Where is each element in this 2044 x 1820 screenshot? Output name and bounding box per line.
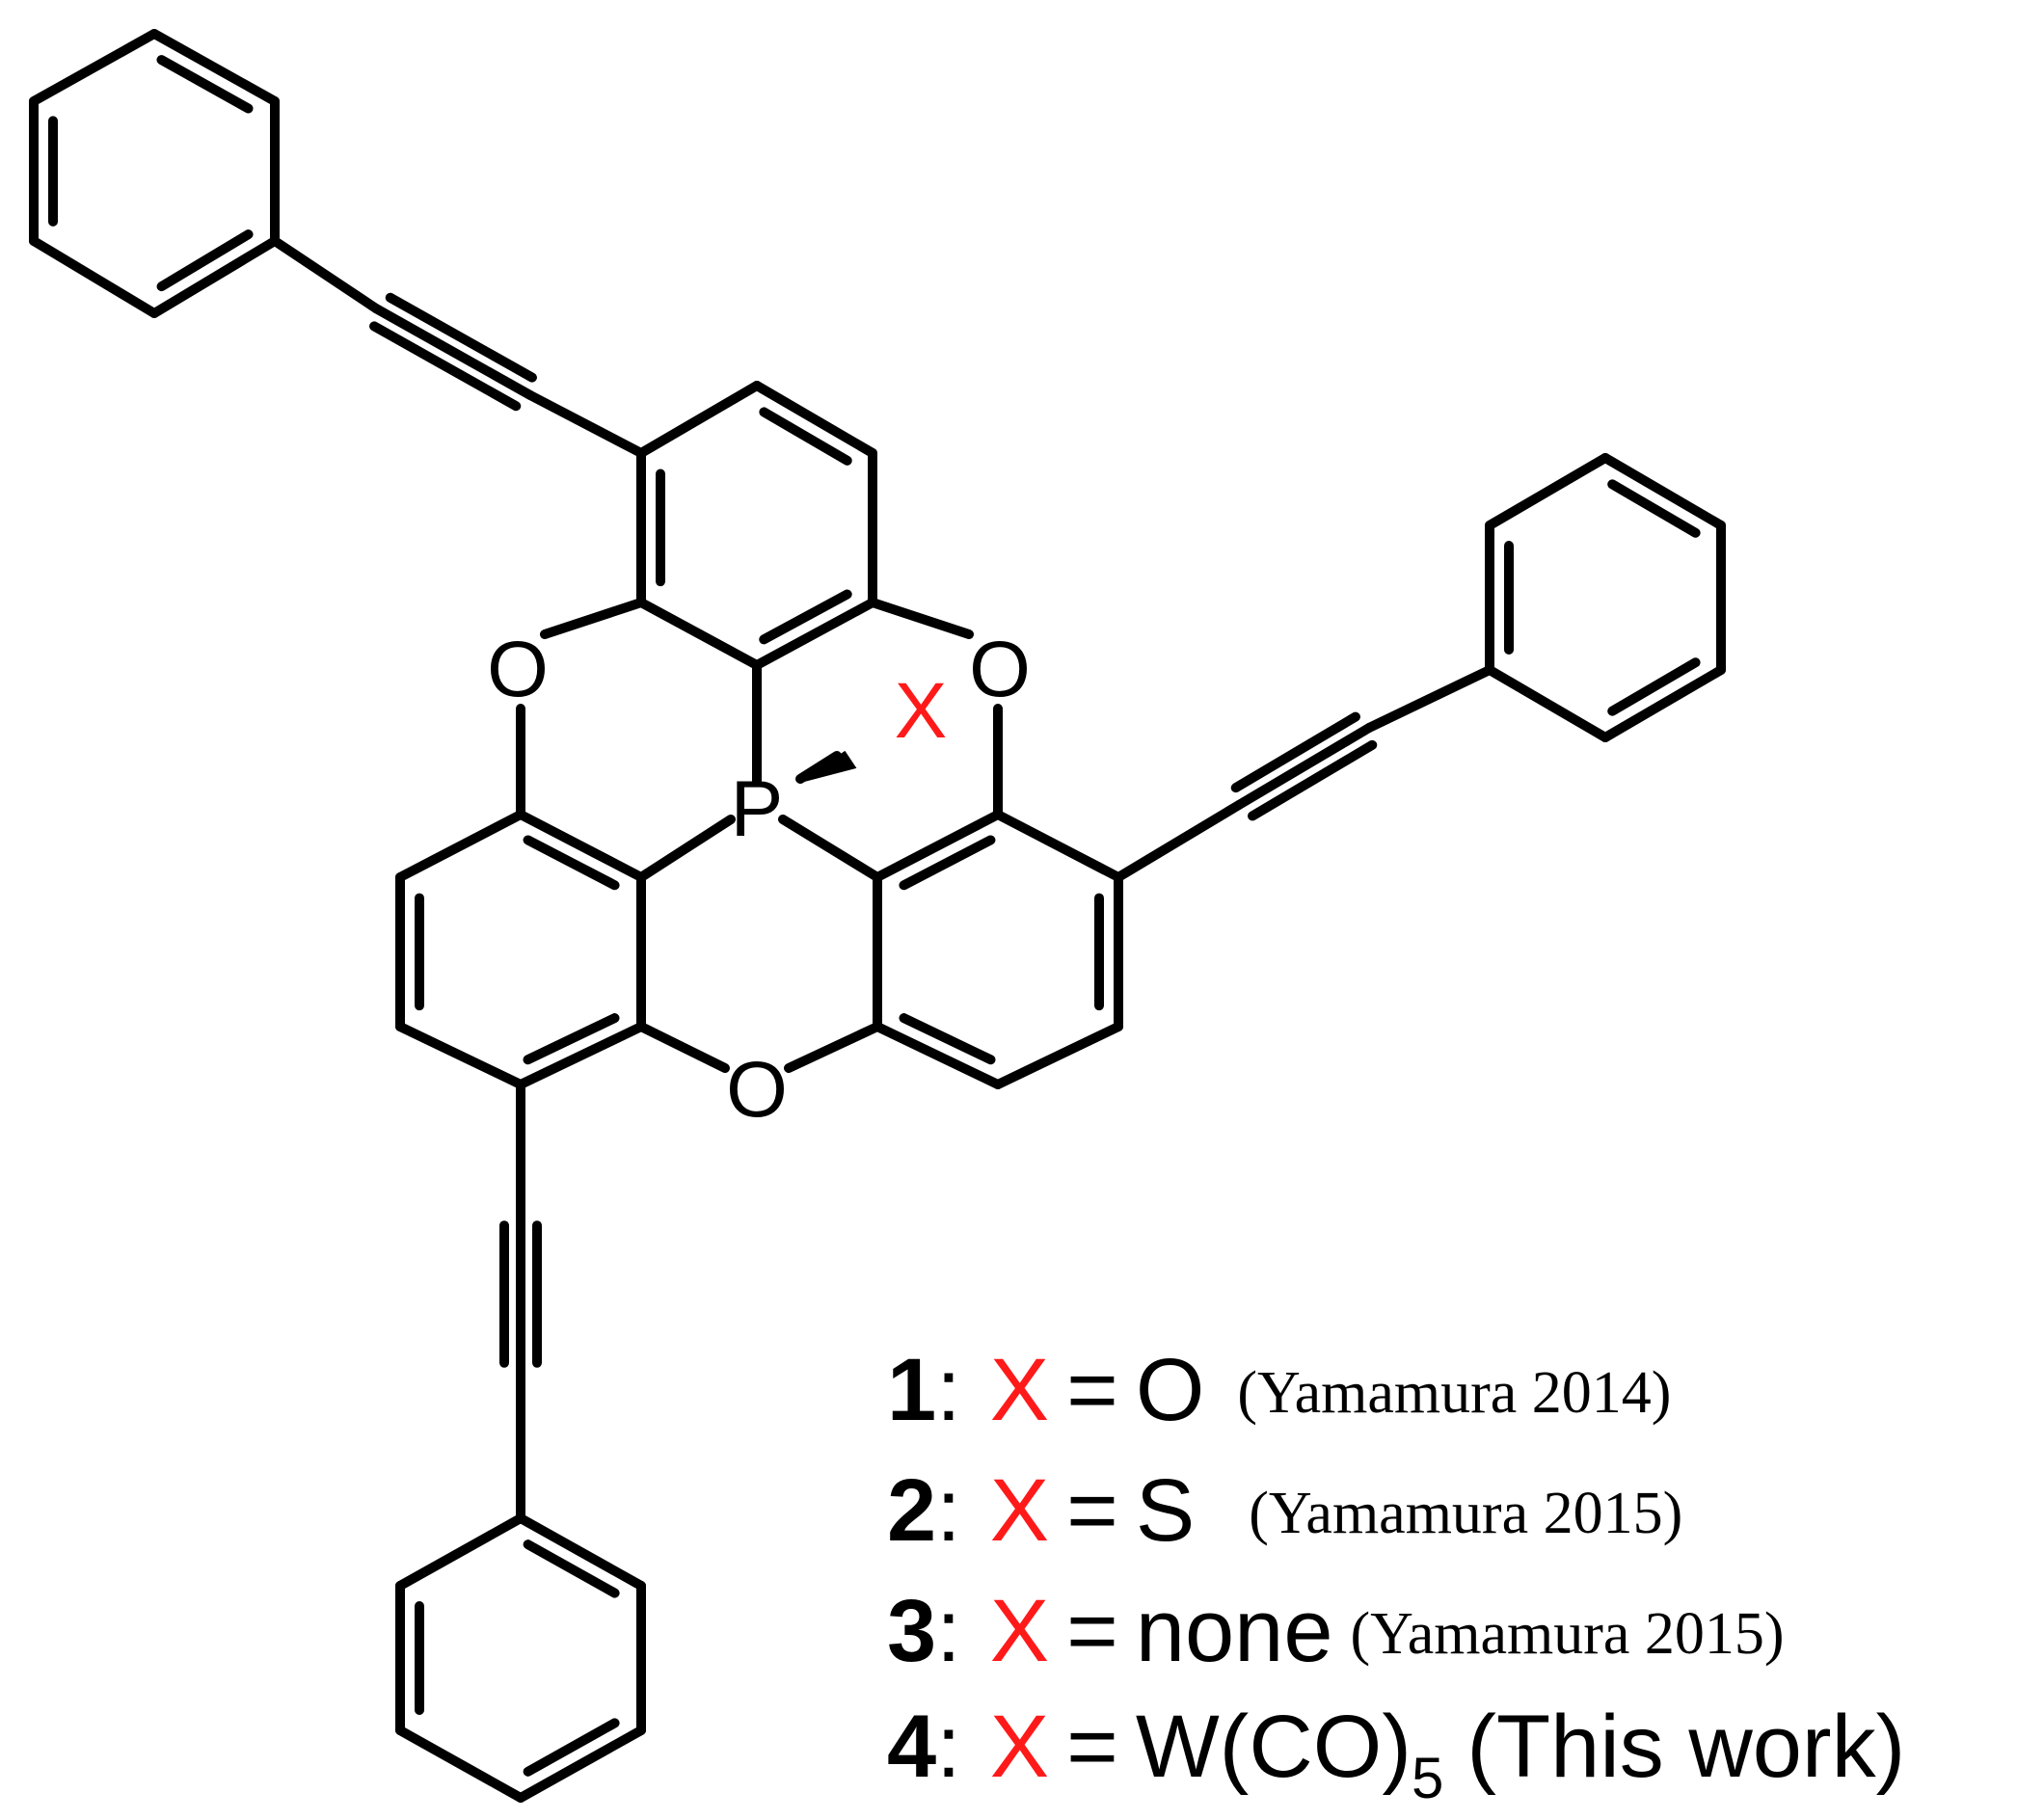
x-symbol: X bbox=[989, 1698, 1050, 1796]
reference-text: (This work) bbox=[1466, 1698, 1906, 1796]
x-symbol: X bbox=[989, 1582, 1050, 1680]
reference-text: (Yamamura 2014) bbox=[1237, 1360, 1672, 1426]
phenyl-bottom-bond bbox=[516, 1513, 646, 1591]
reference-text: (Yamamura 2015) bbox=[1350, 1601, 1785, 1667]
top-ring-bond bbox=[752, 381, 877, 458]
o-bond bbox=[540, 598, 646, 639]
o-bond bbox=[784, 1022, 882, 1073]
legend-colon: : bbox=[936, 1341, 961, 1439]
phenyl-bottom-double-bond bbox=[523, 1718, 620, 1777]
phenyl-top-left-bond bbox=[29, 29, 159, 106]
equals-sign: = bbox=[1066, 1341, 1118, 1439]
substituent-value: none bbox=[1135, 1582, 1333, 1680]
legend-row-1: 1: X=O (Yamamura 2014) bbox=[887, 1340, 2034, 1456]
phenyl-bottom-bond bbox=[516, 1726, 646, 1803]
p-bond-left bbox=[636, 815, 736, 882]
equals-sign: = bbox=[1066, 1582, 1118, 1680]
alkyne-link bbox=[525, 390, 646, 458]
phenyl-top-left-double-bond bbox=[156, 55, 254, 114]
phenyl-top-left-bond bbox=[29, 236, 159, 318]
phenyl-bottom-bond bbox=[395, 1726, 525, 1803]
top-ring-bond bbox=[752, 598, 877, 670]
equals-sign: = bbox=[1066, 1698, 1118, 1796]
top-ring-bond bbox=[636, 598, 762, 670]
reference-text: (Yamamura 2015) bbox=[1249, 1481, 1683, 1546]
equals-sign: = bbox=[1066, 1461, 1118, 1560]
phenyl-bottom-bond bbox=[395, 1513, 525, 1591]
left-ring-double-bond bbox=[523, 835, 620, 891]
subscript-value: 5 bbox=[1411, 1746, 1444, 1810]
substituent-value: O bbox=[1135, 1341, 1205, 1439]
oxygen-atom-left: O bbox=[487, 626, 549, 713]
substituent-value: W(CO) bbox=[1135, 1698, 1412, 1796]
bond-lines bbox=[29, 29, 1726, 1803]
legend-row-3: 3: X=none (Yamamura 2015) bbox=[887, 1581, 2034, 1697]
alkyne-triple bbox=[1234, 723, 1374, 810]
phenyl-top-left-bond bbox=[149, 236, 280, 318]
right-ring-bond bbox=[873, 1022, 1003, 1089]
left-ring-bond bbox=[395, 1022, 525, 1089]
right-ring-bond bbox=[993, 1022, 1123, 1089]
top-ring-double-bond bbox=[759, 407, 852, 466]
phenyl-top-left-bond bbox=[149, 29, 280, 106]
x-substituent-label: X bbox=[895, 667, 948, 755]
top-ring-double-bond bbox=[759, 589, 852, 645]
right-ring-double-bond bbox=[899, 835, 996, 891]
phenyl-right-double-bond bbox=[1607, 657, 1701, 716]
legend-row-4: 4: X=W(CO)5 (This work) bbox=[887, 1697, 2034, 1812]
phenyl-right-bond bbox=[1485, 453, 1610, 530]
phosphorus-atom: P bbox=[731, 765, 784, 853]
left-ring-bond bbox=[516, 810, 646, 882]
compound-number: 1 bbox=[887, 1341, 937, 1439]
alkyne-link bbox=[270, 236, 381, 313]
arrow-head bbox=[801, 750, 857, 783]
alkyne-triple bbox=[385, 292, 537, 383]
phenyl-top-left-double-bond bbox=[156, 229, 254, 292]
phenyl-bottom-double-bond bbox=[523, 1539, 620, 1598]
legend-row-2: 2: X=S (Yamamura 2015) bbox=[887, 1460, 2034, 1576]
left-ring-double-bond bbox=[523, 1013, 620, 1065]
alkyne-triple bbox=[1248, 739, 1378, 821]
compound-number: 2 bbox=[887, 1461, 937, 1560]
left-ring-bond bbox=[395, 810, 525, 882]
compound-number: 4 bbox=[887, 1698, 937, 1796]
arrow-shaft bbox=[795, 751, 842, 784]
substituent-value: S bbox=[1135, 1461, 1196, 1560]
p-bond-right bbox=[778, 815, 882, 882]
alkyne-link bbox=[1364, 665, 1494, 733]
legend-colon: : bbox=[936, 1698, 961, 1796]
right-ring-double-bond bbox=[899, 1013, 996, 1065]
x-symbol: X bbox=[989, 1461, 1050, 1560]
compound-number: 3 bbox=[887, 1582, 937, 1680]
phenyl-right-bond bbox=[1600, 453, 1726, 530]
top-ring-bond bbox=[636, 381, 762, 458]
legend-colon: : bbox=[936, 1582, 961, 1680]
right-ring-bond bbox=[993, 810, 1123, 882]
alkyne-triple bbox=[371, 304, 535, 400]
o-bond bbox=[636, 1022, 730, 1073]
phenyl-right-bond bbox=[1485, 665, 1610, 742]
left-ring-bond bbox=[516, 1022, 646, 1089]
phenyl-right-bond bbox=[1600, 665, 1726, 742]
x-symbol: X bbox=[989, 1341, 1050, 1439]
right-ring-bond bbox=[873, 810, 1003, 882]
phenyl-right-double-bond bbox=[1607, 479, 1701, 538]
oxygen-atom-bottom: O bbox=[726, 1046, 788, 1134]
o-bond bbox=[868, 598, 974, 639]
alkyne-link bbox=[1114, 800, 1244, 882]
alkyne-triple bbox=[1230, 711, 1360, 793]
legend-colon: : bbox=[936, 1461, 961, 1560]
oxygen-atom-right: O bbox=[969, 626, 1031, 713]
alkyne-triple bbox=[369, 321, 522, 412]
